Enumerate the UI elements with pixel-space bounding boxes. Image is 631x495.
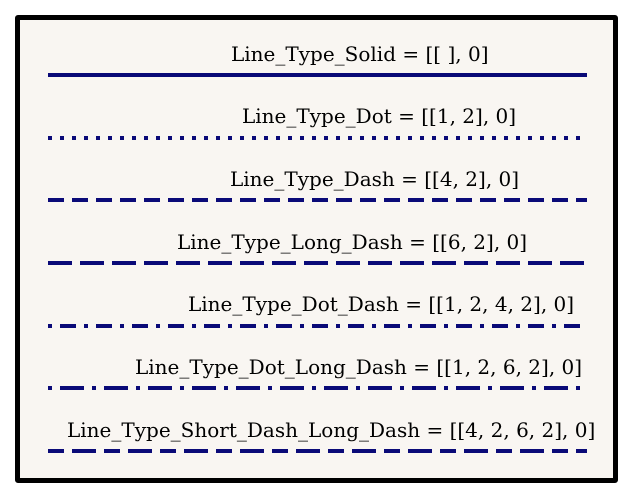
diagram-frame — [15, 15, 618, 483]
line-type-solid-label: Line_Type_Solid = [[ ], 0] — [231, 42, 489, 66]
line-type-dot-long-dash-label: Line_Type_Dot_Long_Dash = [[1, 2, 6, 2],… — [135, 355, 583, 379]
line-type-dot-dash-label: Line_Type_Dot_Dash = [[1, 2, 4, 2], 0] — [188, 292, 575, 316]
line-type-short-dash-long-dash-label: Line_Type_Short_Dash_Long_Dash = [[4, 2,… — [67, 418, 596, 442]
line-type-dash-label: Line_Type_Dash = [[4, 2], 0] — [230, 167, 520, 191]
line-type-long-dash-label: Line_Type_Long_Dash = [[6, 2], 0] — [177, 230, 528, 254]
line-type-dot-label: Line_Type_Dot = [[1, 2], 0] — [242, 104, 517, 128]
